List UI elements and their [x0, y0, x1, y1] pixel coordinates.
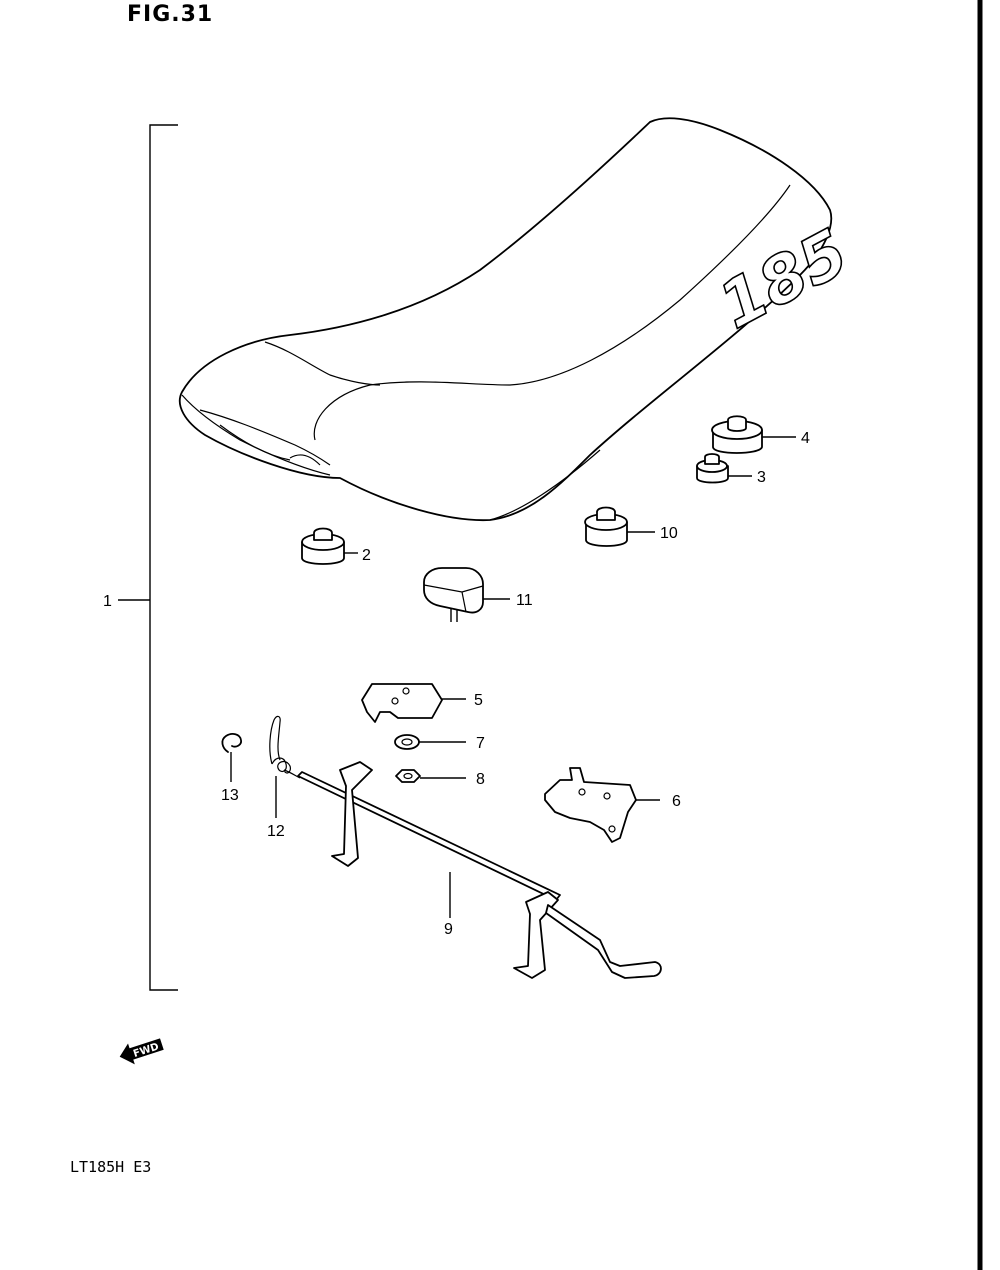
seat-assembly: 185: [178, 117, 861, 522]
part-13-clip: [221, 733, 242, 782]
part-7-washer: [394, 734, 466, 750]
callout-11: 11: [516, 592, 533, 609]
callout-5: 5: [474, 692, 483, 709]
part-10-cushion: [584, 506, 655, 547]
callout-labels: 1 2 3 4 5 6 7 8 9 10 11 12 13: [103, 430, 810, 938]
forward-direction-arrow: FWD: [119, 1038, 164, 1065]
callout-7: 7: [476, 735, 485, 752]
part-11-bumper: [423, 567, 510, 622]
figure-title: FIG.31: [127, 2, 214, 27]
callout-9: 9: [444, 921, 453, 938]
assembly-bracket: [118, 124, 178, 991]
callout-2: 2: [362, 547, 371, 564]
part-6-bracket: [544, 767, 660, 843]
callout-3: 3: [757, 469, 766, 486]
callout-4: 4: [801, 430, 810, 447]
callout-10: 10: [660, 525, 678, 542]
callout-1: 1: [103, 593, 112, 610]
model-code: LT185H E3: [70, 1158, 152, 1176]
callout-13: 13: [221, 787, 239, 804]
part-9-lock-rod: [297, 761, 662, 979]
part-3-cushion: [696, 453, 752, 484]
callout-12: 12: [267, 823, 285, 840]
part-2-cushion: [301, 527, 358, 565]
part-5-bracket: [361, 683, 466, 723]
fwd-label: FWD: [132, 1041, 160, 1060]
part-8-nut: [395, 769, 466, 783]
part-4-cushion: [711, 415, 796, 454]
callout-8: 8: [476, 771, 485, 788]
callout-6: 6: [672, 793, 681, 810]
part-12-spring: [269, 715, 301, 818]
